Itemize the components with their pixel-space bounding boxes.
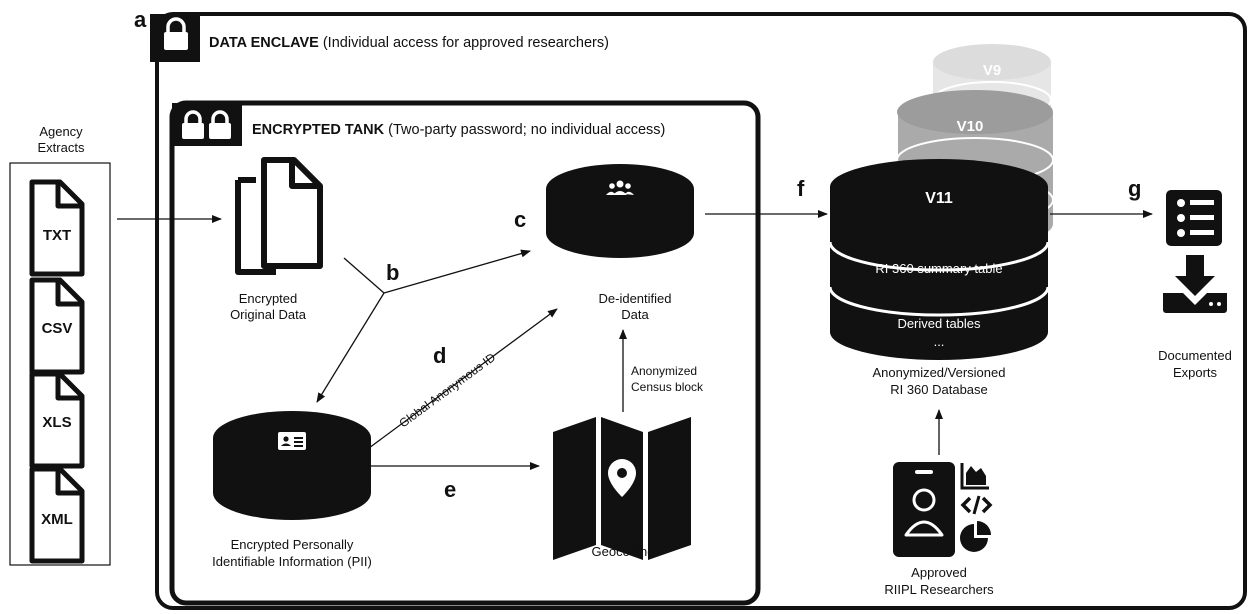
area-chart-icon <box>960 463 989 490</box>
panel-letter-e: e <box>444 477 456 502</box>
file-icon-csv: CSV <box>29 277 85 375</box>
panel-letter-c: c <box>514 207 526 232</box>
agency-label-line1: Agency <box>39 124 83 139</box>
panel-letter-b: b <box>386 260 399 285</box>
file-label-txt: TXT <box>43 227 71 244</box>
database-row-derived: Derived tables <box>897 316 981 331</box>
agency-extracts-box <box>9 162 111 566</box>
file-label-xls: XLS <box>42 414 71 431</box>
list-document-icon <box>1166 190 1222 246</box>
deidentified-label-line1: De-identified <box>599 291 672 306</box>
version-label-v10: V10 <box>957 118 984 135</box>
researchers-label-line1: Approved <box>911 565 967 580</box>
database-version-v11: V11 RI 360 summary table Derived tables … <box>828 159 1050 360</box>
file-icon-xml: XML <box>29 466 85 564</box>
code-icon <box>960 495 993 515</box>
database-label-line2: RI 360 Database <box>890 382 988 397</box>
exports-label-line2: Exports <box>1173 365 1218 380</box>
panel-letter-d: d <box>433 343 446 368</box>
arrow-global-id <box>368 308 558 449</box>
version-label-v11: V11 <box>925 190 953 207</box>
arrow-b-to-pii <box>316 292 385 403</box>
data-enclave-box <box>155 12 1247 610</box>
users-group-icon <box>606 180 634 195</box>
pii-label-line2: Identifiable Information (PII) <box>212 554 372 569</box>
database-row-summary: RI 360 summary table <box>875 261 1002 276</box>
pie-chart-icon <box>960 521 991 552</box>
map-icon <box>553 417 691 560</box>
deidentified-database-icon <box>546 164 694 258</box>
file-label-xml: XML <box>41 511 73 528</box>
download-icon <box>1163 255 1227 313</box>
census-label-line1: Anonymized <box>631 364 697 378</box>
file-icon-xls: XLS <box>29 371 85 469</box>
panel-letter-a: a <box>134 7 147 32</box>
researcher-badge-icon <box>893 462 955 557</box>
census-label-line2: Census block <box>631 380 704 394</box>
original-label-line2: Original Data <box>230 307 307 322</box>
exports-label-line1: Documented <box>1158 348 1232 363</box>
database-label-line1: Anonymized/Versioned <box>873 365 1006 380</box>
lock-icon <box>182 110 204 139</box>
encrypted-tank-box <box>169 100 761 606</box>
split-line-b <box>343 257 385 294</box>
agency-label-line2: Extracts <box>38 140 85 155</box>
id-card-icon <box>278 432 306 450</box>
geocoding-label: Geocoding <box>592 544 655 559</box>
file-icon-txt: TXT <box>29 179 85 277</box>
deidentified-label-line2: Data <box>621 307 649 322</box>
arrow-b-to-deidentified <box>383 249 531 294</box>
file-label-csv: CSV <box>42 320 73 337</box>
tank-title: ENCRYPTED TANK (Two-party password; no i… <box>252 122 665 138</box>
panel-letter-g: g <box>1128 176 1141 201</box>
lock-icon <box>209 110 231 139</box>
enclave-title: DATA ENCLAVE (Individual access for appr… <box>209 35 609 51</box>
lock-icon <box>164 17 188 50</box>
panel-letter-f: f <box>797 176 805 201</box>
original-label-line1: Encrypted <box>239 291 298 306</box>
database-row-ellipsis: ... <box>934 334 945 349</box>
pii-label-line1: Encrypted Personally <box>231 537 354 552</box>
copy-documents-icon <box>235 157 323 275</box>
version-label-v9: V9 <box>983 62 1001 79</box>
researchers-label-line2: RIIPL Researchers <box>884 582 994 597</box>
pii-database-icon <box>213 411 371 520</box>
global-id-label: Global Anonymous ID <box>396 350 498 430</box>
